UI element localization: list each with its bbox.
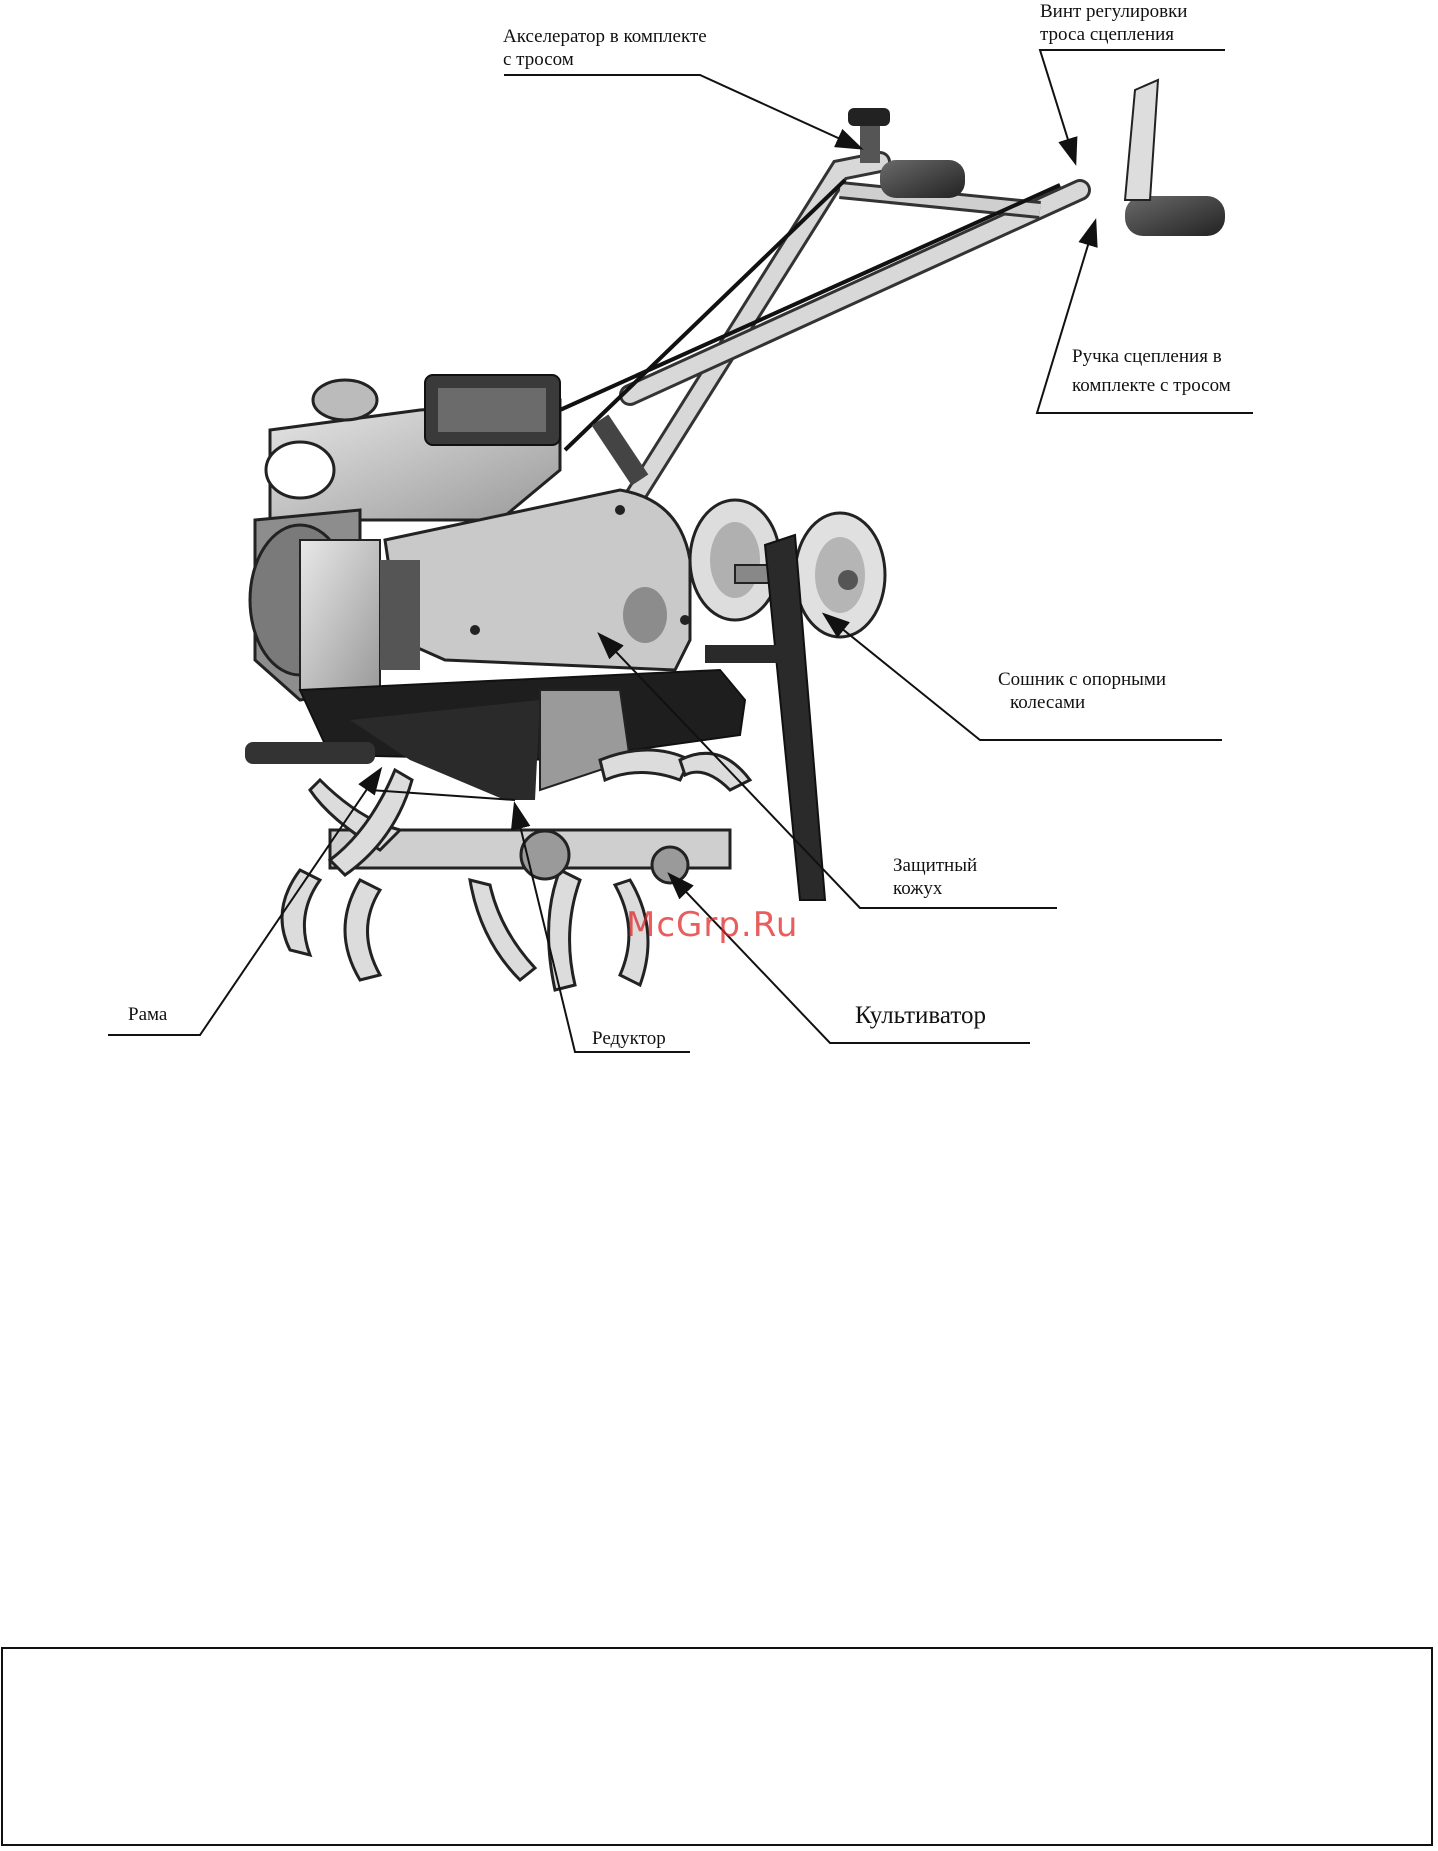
label-clutch-screw-line1: Винт регулировки [1040,1,1188,22]
guard-cover [380,488,692,672]
transport-handle [245,742,375,764]
label-coulter: Сошник с опорными колесами [998,668,1166,714]
watermark: McGrp.Ru [626,905,799,945]
leader-cultivator [667,872,1030,1044]
leader-coulter [821,612,1222,741]
label-frame: Рама [128,1004,168,1025]
leader-gearbox [510,801,690,1053]
clutch-lever [1123,78,1160,201]
cultivator-illustration [108,49,1253,1053]
label-accelerator: Акселератор в комплекте с тросом [503,25,707,71]
label-clutch-handle-line2: комплекте с тросом [1072,375,1231,396]
label-guard-line1: Защитный [893,855,978,876]
label-coulter-line2: колесами [1010,692,1086,713]
label-gearbox: Редуктор [592,1028,666,1049]
throttle-stem [860,118,880,163]
leader-lines [108,49,1253,1053]
leader-frame [108,766,383,1036]
label-clutch-handle: Ручка сцепления в комплекте с тросом [1072,342,1231,400]
throttle-knob [848,108,890,126]
label-accelerator-line2: с тросом [503,49,574,70]
left-grip [880,160,965,198]
tines [280,748,753,992]
label-cultivator: Культиватор [855,1002,986,1029]
label-guard-line2: кожух [893,878,943,899]
leader-guard [597,632,1057,909]
handlebar-group [559,78,1225,571]
label-clutch-screw: Винт регулировки троса сцепления [1040,0,1187,46]
leader-clutch-screw [1038,49,1225,166]
leader-accelerator [504,74,864,150]
footer-box [1,1647,1433,1846]
label-clutch-handle-line1: Ручка сцепления в [1072,346,1222,367]
engine [248,374,562,702]
right-grip [1125,196,1225,236]
leader-clutch-handle [1035,218,1253,414]
label-coulter-line1: Сошник с опорными [998,669,1167,690]
label-guard: Защитный кожух [893,854,977,900]
coulter-wheels [688,498,887,901]
label-accelerator-line1: Акселератор в комплекте [503,26,707,47]
label-clutch-screw-line2: троса сцепления [1040,24,1175,45]
